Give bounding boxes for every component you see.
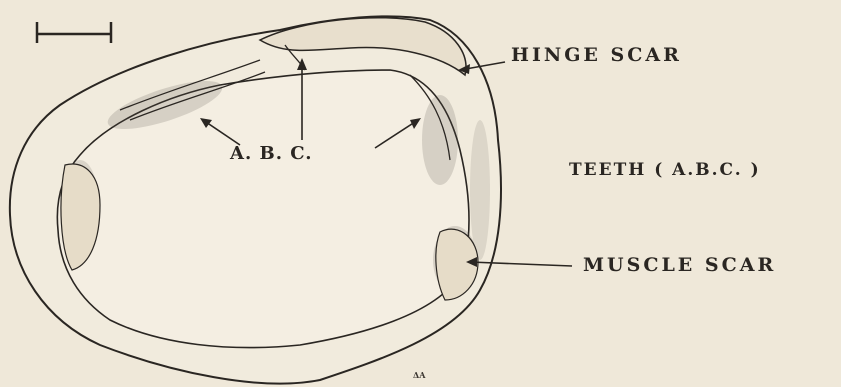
hinge-scar-label: HINGE SCAR (511, 44, 682, 66)
teeth-abc-label: A. B. C. (230, 143, 313, 164)
teeth-label: TEETH ( A.B.C. ) (569, 160, 761, 180)
muscle-scar-label: MUSCLE SCAR (583, 254, 776, 276)
scale-bar (37, 22, 111, 43)
artist-signature: ΔA (413, 370, 425, 380)
